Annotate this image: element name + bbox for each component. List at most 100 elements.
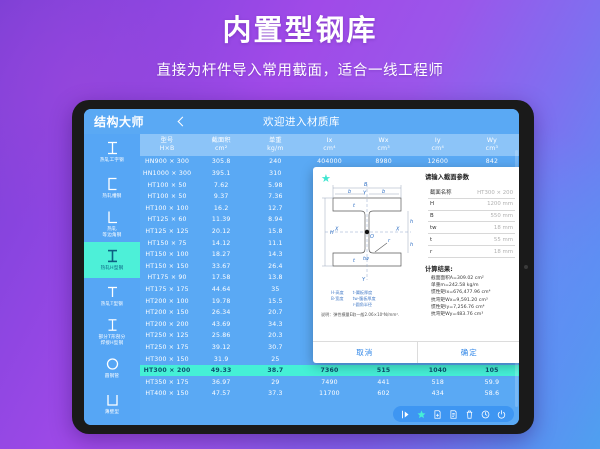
table-cell-4: 602 [377, 390, 390, 398]
calc-result-line-5: 抗弯矩Wy=483.76 cm³ [431, 312, 484, 318]
column-unit: cm⁴ [323, 144, 336, 152]
column-unit: cm⁴ [431, 144, 445, 152]
table-cell-2: 14.3 [268, 251, 283, 259]
channel-icon [106, 177, 119, 192]
param-label: t [430, 236, 433, 243]
table-cell-0: HN1000 × 300 [142, 170, 192, 178]
table-cell-0: HT250 × 125 [145, 332, 189, 340]
sidebar-item-4[interactable]: 热轧T型钢 [84, 278, 140, 314]
power-icon[interactable] [497, 409, 506, 419]
promo-subtitle: 直接为杆件导入常用截面，适合一线工程师 [156, 63, 444, 80]
param-row-1[interactable]: H 1200 mm [428, 199, 515, 211]
sidebar-item-1[interactable]: 热轧槽钢 [84, 170, 140, 206]
calc-result-line-0: 截面面积A=309.02 cm² [431, 275, 484, 281]
param-label: 截面名称 [430, 189, 452, 196]
param-value-input[interactable]: 550 mm [490, 213, 513, 220]
sidebar-item-7[interactable]: 薄壁型 [84, 386, 140, 422]
table-cell-2: 29 [271, 378, 280, 386]
calc-results-title: 计算结果: [425, 265, 453, 273]
figure-note: 说明：弹性模量E取一般2.06×10⁵N/mm². [321, 312, 400, 317]
table-cell-1: 16.2 [213, 204, 229, 212]
table-cell-2: 38.7 [248, 364, 303, 377]
tablet-screen: 结构大师 欢迎进入材质库 热轧工字钢热轧槽钢热轧 等边角钢热轧H型钢热轧T型钢部… [84, 109, 519, 425]
table-cell-2: 12.7 [268, 204, 283, 212]
calc-result-line-3: 抗弯矩Wx=9,591.20 cm³ [431, 297, 488, 303]
param-label: r [430, 248, 433, 255]
param-value-input[interactable]: 18 mm [493, 224, 513, 231]
table-cell-2: 11.1 [268, 239, 283, 247]
param-row-0[interactable]: 截面名称 HT300 × 200 [428, 185, 515, 199]
sidebar-item-label: 部分T形剖分 焊接H型钢 [98, 334, 126, 346]
star-icon[interactable] [417, 410, 426, 419]
param-row-5[interactable]: r 18 mm [428, 246, 515, 258]
column-unit: kg/m [267, 144, 284, 152]
param-value-input[interactable]: 55 mm [493, 236, 513, 243]
table-cell-0: HT100 × 100 [145, 204, 189, 212]
star-icon[interactable]: ★ [321, 172, 331, 185]
camera-dot-icon [524, 265, 528, 269]
play-cursor-icon[interactable] [401, 410, 410, 419]
svg-text:O: O [370, 234, 374, 240]
table-cell-2: 20.3 [268, 332, 283, 340]
table-cell-2: 37.3 [268, 390, 283, 398]
table-cell-1: 47.57 [211, 390, 231, 398]
table-cell-6: 58.6 [484, 390, 500, 398]
param-row-4[interactable]: t 55 mm [428, 234, 515, 246]
edit-doc-icon[interactable] [449, 409, 458, 419]
column-name: 型号 [160, 137, 174, 144]
table-cell-1: 43.69 [211, 320, 231, 328]
column-name: Iy [434, 137, 441, 144]
table-cell-2: 30.7 [268, 343, 283, 351]
sidebar-item-label: 热轧槽钢 [102, 193, 122, 199]
table-cell-1: 49.33 [194, 364, 249, 377]
i-beam-icon [106, 141, 119, 156]
param-label: H [430, 201, 435, 208]
table-cell-2: 26.4 [268, 262, 283, 270]
table-cell-2: 34.3 [268, 320, 283, 328]
category-sidebar[interactable]: 热轧工字钢热轧槽钢热轧 等边角钢热轧H型钢热轧T型钢部分T形剖分 焊接H型钢圆钢… [84, 134, 140, 425]
table-cell-4: 515 [356, 364, 411, 377]
svg-text:B: B [364, 182, 368, 188]
sidebar-item-6[interactable]: 圆钢管 [84, 350, 140, 386]
svg-text:b: b [348, 189, 351, 195]
angle-icon [106, 210, 119, 225]
help-icon[interactable] [481, 410, 490, 419]
sidebar-item-3[interactable]: 热轧H型钢 [84, 242, 140, 278]
trash-icon[interactable] [465, 410, 474, 419]
sidebar-item-2[interactable]: 热轧 等边角钢 [84, 206, 140, 242]
app-header: 结构大师 欢迎进入材质库 [84, 109, 519, 134]
table-cell-2: 15.5 [268, 297, 283, 305]
table-cell-0: HN900 × 300 [144, 158, 190, 166]
svg-text:t: t [353, 203, 356, 209]
table-cell-0: HT100 × 50 [147, 181, 187, 189]
cancel-button[interactable]: 取消 [356, 348, 374, 357]
sidebar-item-label: 热轧T型钢 [100, 301, 124, 307]
table-cell-0: HT250 × 175 [145, 343, 189, 351]
table-cell-1: 26.34 [211, 309, 231, 317]
table-cell-0: HT175 × 175 [145, 286, 189, 294]
table-cell-0: HT175 × 90 [147, 274, 187, 282]
svg-text:h: h [410, 219, 413, 225]
param-value-input[interactable]: 18 mm [493, 248, 513, 255]
param-value-input[interactable]: 1200 mm [487, 201, 513, 208]
param-value-input[interactable]: HT300 × 200 [477, 189, 513, 196]
confirm-button[interactable]: 确定 [416, 342, 520, 363]
bottom-toolbar[interactable] [393, 406, 514, 422]
sidebar-item-5[interactable]: 部分T形剖分 焊接H型钢 [84, 314, 140, 350]
table-cell-1: 19.78 [211, 297, 231, 305]
sidebar-item-0[interactable]: 热轧工字钢 [84, 134, 140, 170]
add-file-icon[interactable] [433, 409, 442, 419]
